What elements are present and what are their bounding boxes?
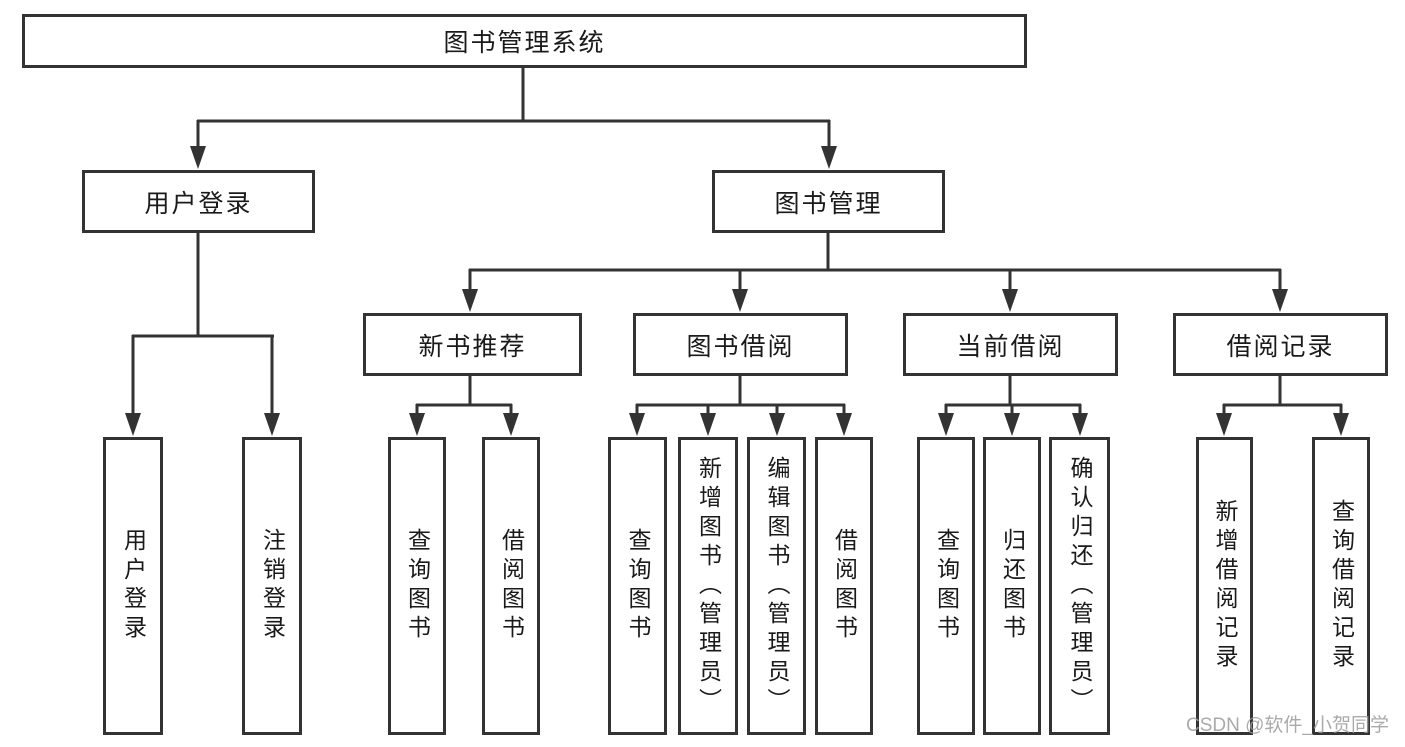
leaf-add-books-admin: 新增图书（管理员） xyxy=(678,437,738,735)
leaf-confirm-return-admin: 确认归还（管理员） xyxy=(1049,437,1110,735)
node-new-book-recommendation: 新书推荐 xyxy=(363,313,582,376)
node-current-borrowing: 当前借阅 xyxy=(903,313,1118,376)
node-label: 查询图书 xyxy=(933,528,960,644)
node-label: 注销登录 xyxy=(259,528,286,644)
node-label: 图书管理 xyxy=(774,189,883,218)
node-library-management-system: 图书管理系统 xyxy=(22,14,1027,68)
node-label: 用户登录 xyxy=(144,189,253,218)
node-label: 当前借阅 xyxy=(956,332,1065,361)
leaf-edit-books-admin: 编辑图书（管理员） xyxy=(747,437,806,735)
node-label: 图书管理系统 xyxy=(443,29,606,57)
node-label: 借阅图书 xyxy=(498,528,525,644)
leaf-logout: 注销登录 xyxy=(242,437,302,735)
node-label: 图书借阅 xyxy=(686,332,795,361)
node-book-management: 图书管理 xyxy=(712,170,945,233)
leaf-query-books-borrow: 查询图书 xyxy=(608,437,667,735)
leaf-query-borrow-record: 查询借阅记录 xyxy=(1312,437,1370,735)
leaf-add-borrow-record: 新增借阅记录 xyxy=(1196,437,1253,735)
arrowheads xyxy=(125,146,1349,436)
node-label: 归还图书 xyxy=(999,528,1026,644)
leaf-query-books-newbook: 查询图书 xyxy=(388,437,446,735)
node-label: 查询图书 xyxy=(404,528,431,644)
node-label: 借阅记录 xyxy=(1226,332,1335,361)
leaf-user-login: 用户登录 xyxy=(103,437,163,735)
leaf-borrow-books: 借阅图书 xyxy=(815,437,873,735)
node-borrowing-records: 借阅记录 xyxy=(1173,313,1388,376)
node-label: 新增借阅记录 xyxy=(1212,499,1238,673)
node-label: 查询借阅记录 xyxy=(1328,499,1355,673)
csdn-watermark: CSDN @软件_小贺同学 xyxy=(1186,715,1389,736)
node-label: 借阅图书 xyxy=(831,528,858,644)
node-label: 用户登录 xyxy=(120,528,147,644)
node-book-borrowing: 图书借阅 xyxy=(633,313,848,376)
node-label: 新增图书（管理员） xyxy=(695,455,722,717)
node-label: 确认归还（管理员） xyxy=(1067,455,1093,717)
node-user-login: 用户登录 xyxy=(82,170,315,233)
leaf-borrow-books-newbook: 借阅图书 xyxy=(482,437,540,735)
node-label: 编辑图书（管理员） xyxy=(764,455,790,717)
node-label: 查询图书 xyxy=(625,528,651,644)
node-label: 新书推荐 xyxy=(418,332,527,361)
leaf-return-books: 归还图书 xyxy=(983,437,1041,735)
leaf-query-books-current: 查询图书 xyxy=(917,437,975,735)
